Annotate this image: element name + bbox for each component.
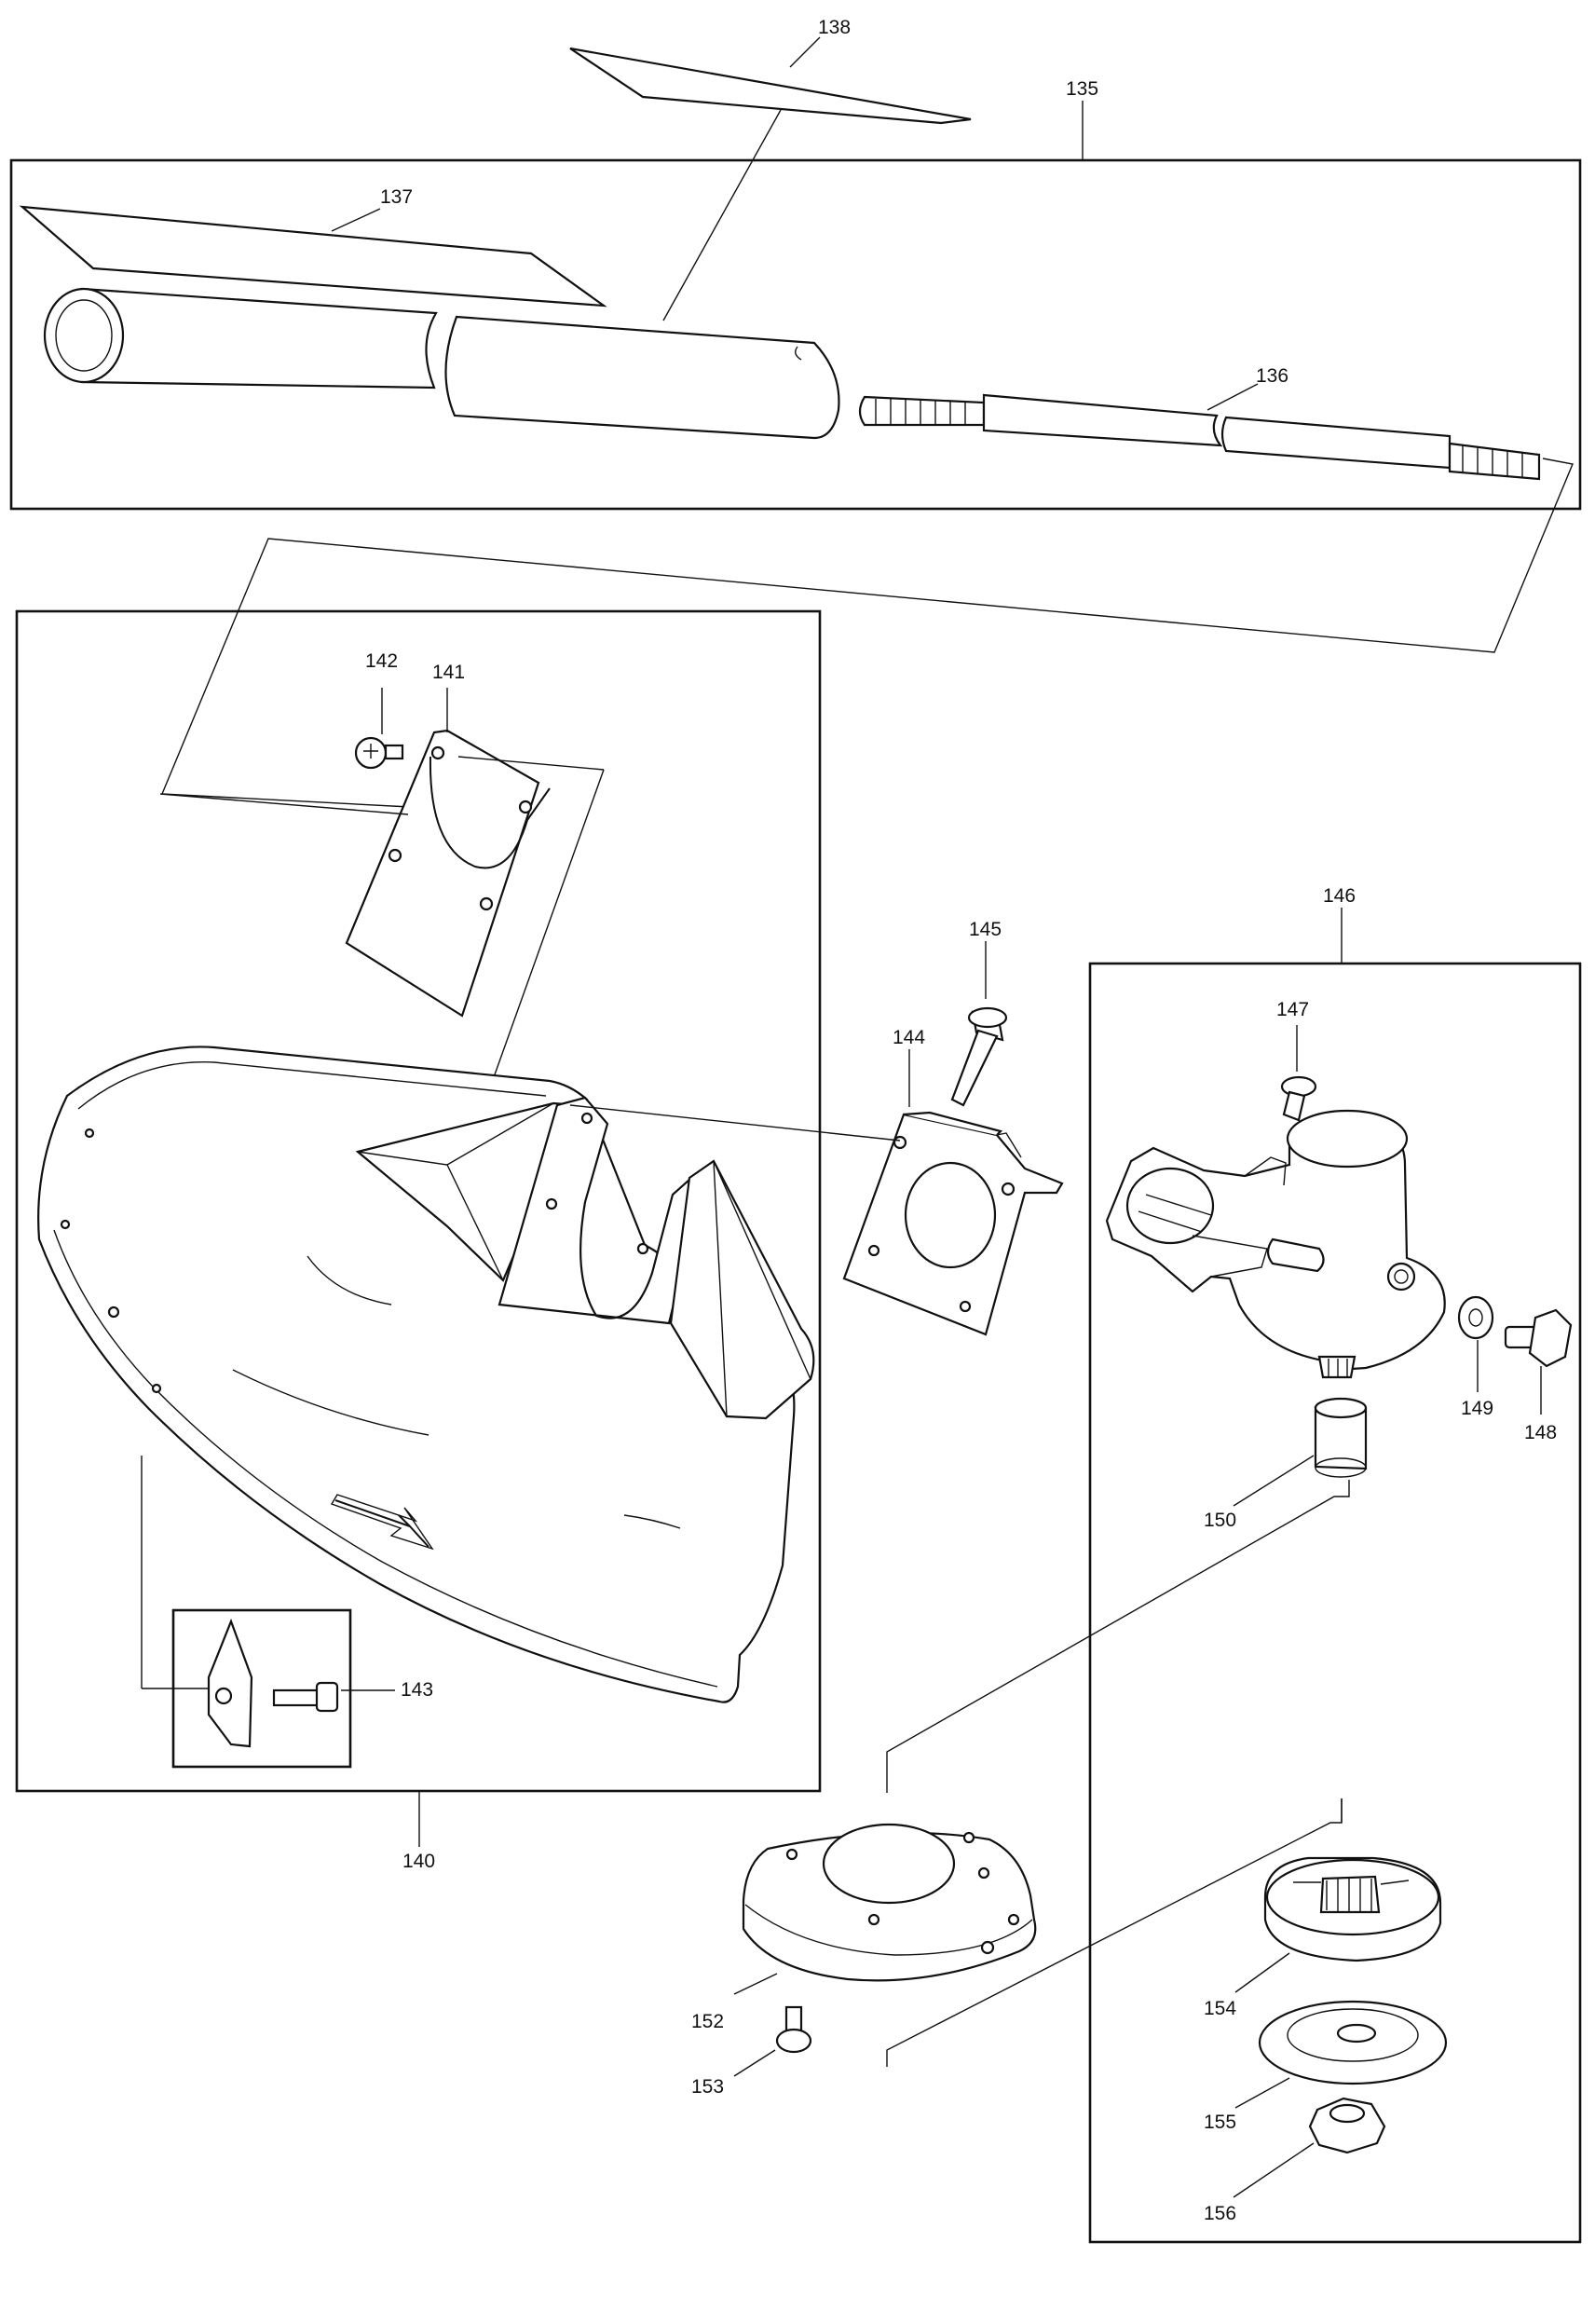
label-150: 150 [1204, 1510, 1236, 1531]
part-144-bracket [569, 1049, 1064, 1336]
part-155-cover-plate [1234, 2000, 1448, 2109]
label-143: 143 [401, 1679, 433, 1701]
part-137-label-sticker [19, 205, 607, 308]
part-153-screw [733, 2005, 812, 2077]
label-155: 155 [1204, 2112, 1236, 2133]
label-147: 147 [1276, 999, 1309, 1020]
part-138-label-sticker [569, 47, 972, 125]
label-152: 152 [691, 2011, 724, 2032]
part-156-nut [1233, 2097, 1386, 2198]
group-box-146 [1088, 962, 1582, 2244]
part-149-washer [1457, 1295, 1494, 1392]
part-number-labels: 135 138 137 136 142 141 145 144 146 147 … [365, 17, 1557, 2224]
label-156: 156 [1204, 2203, 1236, 2224]
label-145: 145 [969, 919, 1002, 940]
connector-outline [160, 458, 1574, 808]
label-148: 148 [1524, 1422, 1557, 1443]
part-148-plug-bolt [1504, 1308, 1573, 1415]
label-154: 154 [1204, 1998, 1236, 2019]
label-149: 149 [1461, 1398, 1493, 1419]
label-153: 153 [691, 2076, 724, 2098]
label-142: 142 [365, 650, 398, 672]
part-154-receiver-washer [1234, 1856, 1442, 1993]
label-138: 138 [818, 17, 851, 38]
label-135: 135 [1066, 78, 1098, 100]
part-152-protector-cup [733, 1823, 1037, 1995]
label-137: 137 [380, 186, 413, 208]
label-140: 140 [402, 1851, 435, 1872]
label-136: 136 [1256, 365, 1288, 387]
part-147-screw [1280, 1025, 1317, 1122]
part-136-drive-shaft [858, 383, 1541, 481]
label-146: 146 [1323, 885, 1356, 907]
part-141-mounting-plate [159, 688, 605, 1104]
part-143-blade-screw [171, 1608, 395, 1769]
part-145-bolt [950, 941, 1008, 1107]
label-141: 141 [432, 662, 465, 683]
part-140-guard-body [37, 1046, 815, 1703]
part-146-gear-housing [1105, 1109, 1446, 1379]
gear-head-group-146 [886, 908, 1582, 2244]
part-135-shaft-tube [43, 109, 840, 440]
label-144: 144 [893, 1027, 925, 1048]
group-box-140 [15, 609, 822, 1793]
part-150-spacer-sleeve [1233, 1397, 1368, 1507]
part-142-bolt [354, 688, 404, 770]
guard-group-140 [15, 609, 822, 1847]
group-box-135 [9, 158, 1582, 511]
shaft-group-135 [9, 36, 1582, 808]
